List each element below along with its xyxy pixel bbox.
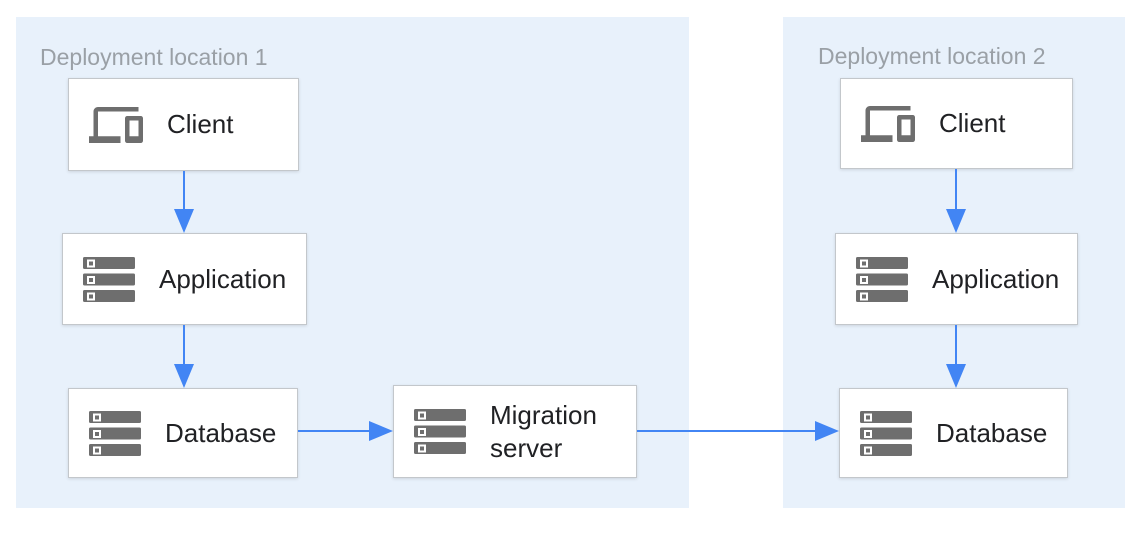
servers-icon: [89, 410, 141, 456]
node-label: Client: [167, 109, 234, 139]
node-migration-server: Migration server: [393, 385, 637, 478]
arrow-head: [815, 421, 839, 441]
arrow-line: [183, 171, 185, 211]
arrow-head: [369, 421, 393, 441]
arrow-head: [174, 209, 194, 233]
region-label: Deployment location 1: [40, 44, 268, 70]
node-label: Database: [936, 417, 1048, 448]
arrow-line: [955, 169, 957, 211]
arrow-line: [298, 430, 371, 432]
arrow-head: [946, 209, 966, 233]
node-client-2: Client: [840, 78, 1073, 169]
servers-icon: [856, 256, 908, 302]
arrow-line: [955, 325, 957, 366]
servers-icon: [83, 256, 135, 302]
node-database-2: Database: [839, 388, 1068, 478]
region-label: Deployment location 2: [818, 43, 1046, 69]
node-label: Database: [165, 417, 277, 448]
node-label: Application: [159, 263, 287, 294]
node-client-1: Client: [68, 78, 299, 171]
node-label: Client: [939, 108, 1006, 138]
arrow-head: [946, 364, 966, 388]
servers-icon: [860, 410, 912, 456]
arrow-line: [637, 430, 817, 432]
devices-icon: [861, 97, 915, 151]
node-application-2: Application: [835, 233, 1078, 325]
arrow-line: [183, 325, 185, 366]
node-application-1: Application: [62, 233, 307, 325]
node-label: Application: [932, 263, 1060, 294]
devices-icon: [89, 98, 143, 152]
node-database-1: Database: [68, 388, 298, 478]
servers-icon: [414, 409, 466, 454]
node-label: Migration server: [490, 399, 597, 463]
arrow-head: [174, 364, 194, 388]
